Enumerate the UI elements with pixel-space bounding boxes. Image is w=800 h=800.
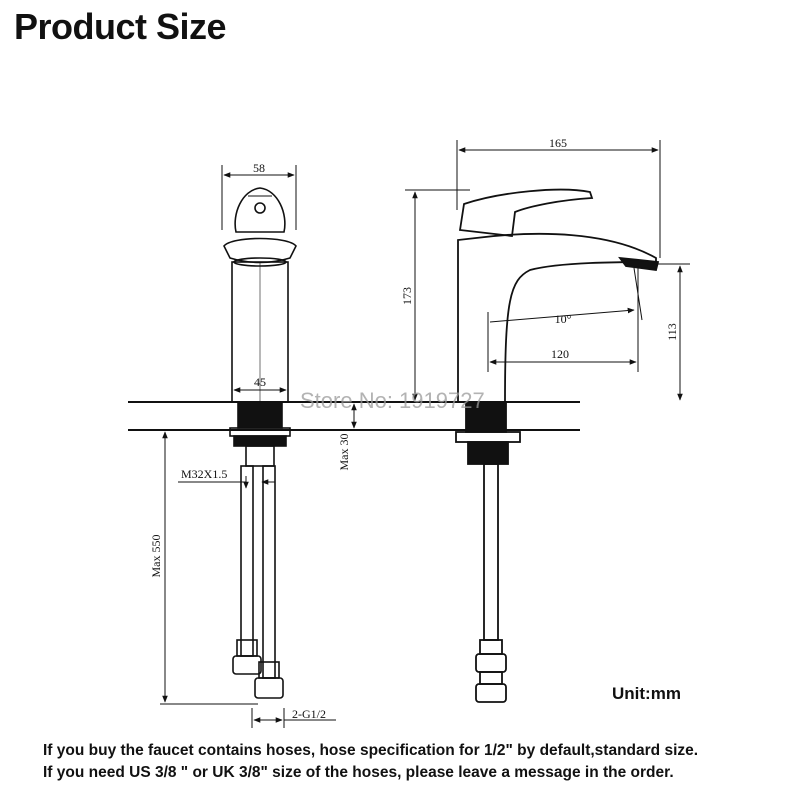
dim-angle: 10° <box>555 312 572 326</box>
note-line: If you need US 3/8 " or UK 3/8" size of … <box>43 764 674 781</box>
watermark: Store No: 1919727 <box>300 388 485 413</box>
dim-thread: M32X1.5 <box>181 467 227 481</box>
dim-body-width: 45 <box>254 375 266 389</box>
dim-spout-height: 113 <box>665 323 679 341</box>
faucet-side-view <box>455 188 660 703</box>
dim-total-length: 165 <box>549 136 567 150</box>
dim-head-width: 58 <box>253 161 265 175</box>
unit-label: Unit:mm <box>612 684 681 703</box>
page-title: Product Size <box>14 6 227 47</box>
dim-reach: 120 <box>551 347 569 361</box>
faucet-front-view <box>223 187 297 699</box>
dim-height: 173 <box>400 287 414 305</box>
note-line: If you buy the faucet contains hoses, ho… <box>43 742 699 759</box>
notes: If you buy the faucet contains hoses, ho… <box>43 740 698 784</box>
dimension-lines <box>160 140 690 728</box>
dim-hose-length: Max 550 <box>149 535 163 578</box>
dim-deck-thickness: Max 30 <box>337 434 351 471</box>
dim-connector: 2-G1/2 <box>292 707 326 721</box>
